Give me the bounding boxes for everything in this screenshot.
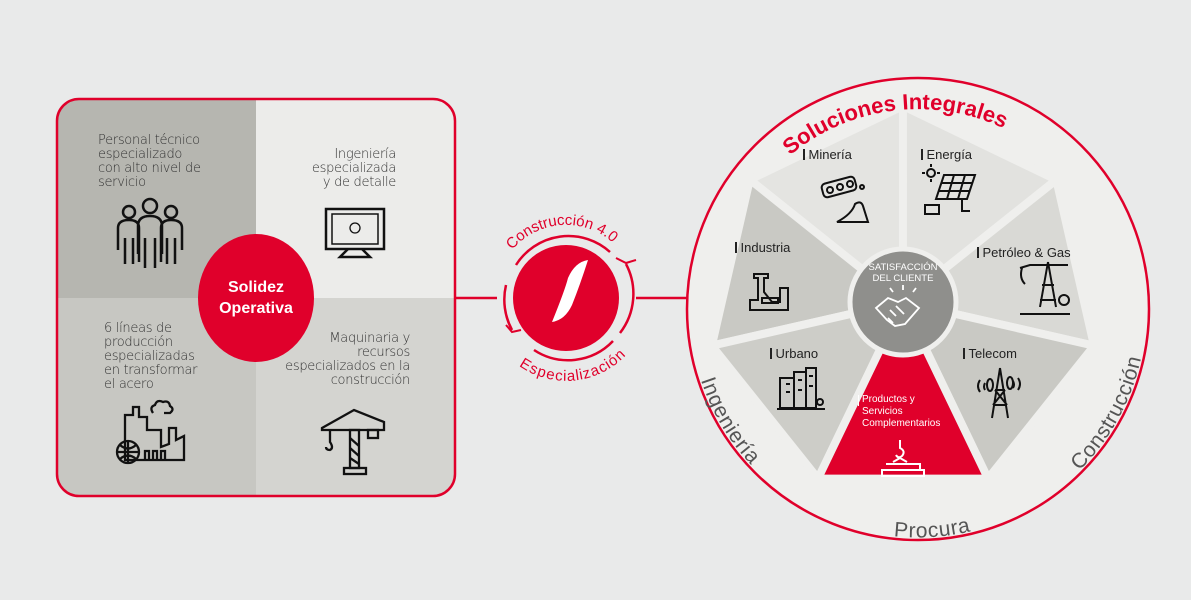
- label-bar: [977, 247, 979, 258]
- text-line: el acero: [104, 377, 154, 392]
- label-bar: [858, 395, 859, 406]
- quadrant-personal-text: Personal técnico especializado con alto …: [98, 134, 201, 190]
- segment-label: Petróleo & Gas: [982, 245, 1071, 260]
- label-bar: [963, 348, 965, 359]
- factory-icon: [115, 399, 186, 465]
- text-line: construcción: [330, 373, 411, 388]
- text-line: en transformar: [104, 363, 198, 378]
- text-line: Solidez: [227, 279, 284, 296]
- segment-label: Energía: [926, 147, 973, 162]
- text-line: Servicios: [862, 406, 903, 417]
- text-line: servicio: [98, 175, 146, 190]
- satisfaccion-cliente-label: SATISFACCIÓN DEL CLIENTE: [853, 262, 953, 284]
- industry-icon: [749, 273, 789, 311]
- label-bar: [803, 149, 805, 160]
- brand-logo-icon: [552, 260, 588, 322]
- solidez-operativa-label: Solidez Operativa: [196, 277, 316, 319]
- monitor-brain-icon: [324, 207, 386, 259]
- crane-hook-icon: [881, 440, 925, 477]
- crane-icon: [320, 408, 386, 476]
- segment-energia: Energía: [921, 147, 972, 162]
- segment-label: Telecom: [968, 346, 1017, 361]
- text-line: producción: [104, 335, 173, 350]
- text-line: DEL CLIENTE: [872, 273, 934, 284]
- cycle-ring: [503, 234, 637, 362]
- label-bar: [735, 242, 737, 253]
- text-line: especializados en la: [285, 359, 410, 374]
- segment-label: Industria: [740, 240, 791, 255]
- oil-pump-icon: [1019, 261, 1070, 315]
- cycle-bottom-label: Especialización: [517, 346, 629, 385]
- solidez-circle: [198, 234, 314, 362]
- center-circle: [847, 246, 959, 358]
- text-line: especializada: [311, 161, 396, 176]
- antenna-icon: [977, 367, 1021, 419]
- mining-icon: [820, 175, 870, 223]
- text-line: Productos y: [862, 394, 915, 405]
- segment-industria: Industria: [735, 240, 790, 255]
- wedge-productos-servicios: [813, 298, 993, 483]
- text-line: especializadas: [104, 349, 195, 364]
- text-line: SATISFACCIÓN: [868, 262, 938, 273]
- label-bar: [770, 348, 772, 359]
- segment-label: Minería: [808, 147, 852, 162]
- segment-mineria: Minería: [803, 147, 852, 162]
- text-line: recursos: [357, 345, 410, 360]
- quadrant-lineas-text: 6 líneas de producción especializadas en…: [104, 321, 198, 392]
- text-line: Maquinaria y: [329, 331, 410, 346]
- text-line: Ingeniería: [334, 147, 396, 162]
- label-bar: [921, 149, 923, 160]
- city-icon: [777, 367, 825, 410]
- text-line: Personal técnico: [98, 133, 200, 148]
- text-line: Operativa: [219, 300, 293, 317]
- text-line: Complementarios: [862, 418, 941, 429]
- text-line: y de detalle: [322, 175, 396, 190]
- quadrant-ingenieria-text: Ingeniería especializada y de detalle: [312, 148, 396, 190]
- handshake-icon: [874, 285, 921, 327]
- solar-panel-icon: [922, 164, 977, 215]
- people-icon: [116, 197, 184, 268]
- quadrant-maquinaria-text: Maquinaria y recursos especializados en …: [285, 332, 410, 388]
- left-panel-quadrants: [57, 99, 455, 496]
- segment-label: Urbano: [775, 346, 819, 361]
- segment-telecom: Telecom: [963, 346, 1017, 361]
- text-line: 6 líneas de: [104, 321, 172, 336]
- segment-productos-servicios: Productos y Servicios Complementarios: [858, 394, 941, 430]
- segment-petroleo-gas: Petróleo & Gas: [977, 245, 1071, 260]
- text-line: con alto nivel de: [98, 161, 201, 176]
- text-line: especializado: [98, 147, 183, 162]
- segment-urbano: Urbano: [770, 346, 818, 361]
